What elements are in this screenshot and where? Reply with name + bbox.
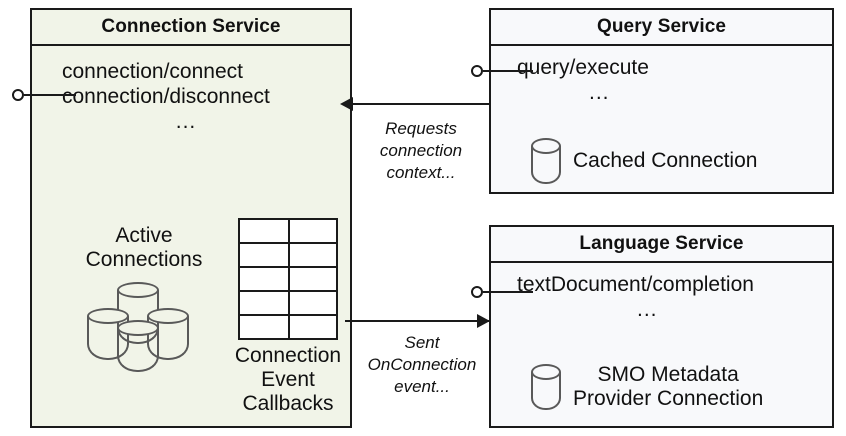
- table-cell: [240, 244, 288, 266]
- arrow-label-requests: Requests connection context...: [358, 118, 484, 184]
- lollipop-connector-connection-service[interactable]: [12, 86, 76, 104]
- connection-service-endpoints: connection/connect connection/disconnect…: [32, 46, 350, 134]
- connection-service-title: Connection Service: [32, 10, 350, 46]
- arrow-sent-onconnection-event: [345, 320, 489, 322]
- lollipop-stem: [24, 94, 76, 96]
- language-service-endpoints-ellipsis: ...: [637, 297, 658, 321]
- table-row: [240, 220, 336, 244]
- lollipop-stem: [483, 291, 533, 293]
- table-row: [240, 316, 336, 340]
- component-query-service[interactable]: Query Service query/execute ... Cached C…: [489, 8, 834, 194]
- table-cell: [288, 220, 336, 242]
- arrow-requests-connection-context: [352, 103, 489, 105]
- table-row: [240, 244, 336, 268]
- arrow-head-left-icon: [340, 97, 353, 111]
- callbacks-label-line-3: Callbacks: [242, 391, 334, 415]
- query-service-title: Query Service: [491, 10, 832, 46]
- table-grid-icon: [238, 218, 338, 340]
- arrow-label-sent: Sent OnConnection event...: [352, 332, 492, 398]
- arrow-label-requests-line-1: Requests: [385, 119, 457, 138]
- artifact-active-connections: Active Connections: [70, 224, 218, 372]
- arrow-label-sent-line-1: Sent: [404, 333, 440, 352]
- language-service-endpoints: textDocument/completion ...: [491, 263, 832, 323]
- table-cell: [240, 292, 288, 314]
- component-connection-service[interactable]: Connection Service connection/connect co…: [30, 8, 352, 428]
- lollipop-connector-language-service[interactable]: [471, 283, 533, 301]
- connection-service-body: connection/connect connection/disconnect…: [32, 46, 350, 426]
- endpoint-connection-connect: connection/connect: [62, 60, 243, 83]
- arrow-label-requests-line-2: connection: [379, 141, 463, 161]
- active-connections-label-line-2: Connections: [85, 247, 203, 271]
- callbacks-label-line-2: Event: [261, 367, 315, 391]
- endpoint-query-execute: query/execute: [517, 56, 649, 79]
- callbacks-label-line-1: Connection: [234, 344, 342, 367]
- database-cylinder-icon: [531, 138, 561, 184]
- table-cell: [288, 316, 336, 338]
- smo-connection-label-line-1: SMO Metadata: [597, 363, 739, 386]
- cached-connection-label: Cached Connection: [573, 149, 758, 173]
- language-service-body: textDocument/completion ... SMO Metadata…: [491, 263, 832, 426]
- lollipop-connector-query-service[interactable]: [471, 62, 533, 80]
- artifact-cached-connection: Cached Connection: [531, 138, 757, 184]
- artifact-connection-event-callbacks: Connection Event Callbacks: [214, 218, 362, 416]
- artifact-smo-metadata-provider-connection: SMO Metadata Provider Connection: [531, 363, 763, 411]
- connection-service-endpoints-ellipsis: ...: [175, 109, 197, 133]
- database-cluster-icon: [83, 280, 205, 372]
- lollipop-ball-icon: [12, 89, 24, 101]
- database-cylinder-icon: [531, 363, 561, 410]
- table-cell: [240, 220, 288, 242]
- table-cell: [288, 244, 336, 266]
- arrow-head-right-icon: [477, 314, 490, 328]
- language-service-title: Language Service: [491, 227, 832, 263]
- endpoint-connection-disconnect: connection/disconnect: [62, 84, 270, 108]
- table-cell: [240, 268, 288, 290]
- active-connections-label-line-1: Active: [115, 224, 173, 247]
- arrow-label-sent-line-3: event...: [394, 377, 450, 397]
- arrow-label-requests-line-3: context...: [386, 163, 456, 183]
- query-service-body: query/execute ... Cached Connection: [491, 46, 832, 192]
- lollipop-ball-icon: [471, 65, 483, 77]
- endpoint-textdocument-completion: textDocument/completion: [517, 273, 754, 296]
- query-service-endpoints: query/execute ...: [491, 46, 832, 106]
- arrow-label-sent-line-2: OnConnection: [367, 355, 477, 375]
- smo-connection-label-line-2: Provider Connection: [573, 386, 764, 410]
- table-row: [240, 268, 336, 292]
- smo-connection-caption: SMO Metadata Provider Connection: [573, 363, 763, 411]
- component-language-service[interactable]: Language Service textDocument/completion…: [489, 225, 834, 428]
- table-row: [240, 292, 336, 316]
- query-service-endpoints-ellipsis: ...: [589, 80, 610, 104]
- lollipop-stem: [483, 70, 533, 72]
- lollipop-ball-icon: [471, 286, 483, 298]
- table-cell: [240, 316, 288, 338]
- table-cell: [288, 292, 336, 314]
- table-cell: [288, 268, 336, 290]
